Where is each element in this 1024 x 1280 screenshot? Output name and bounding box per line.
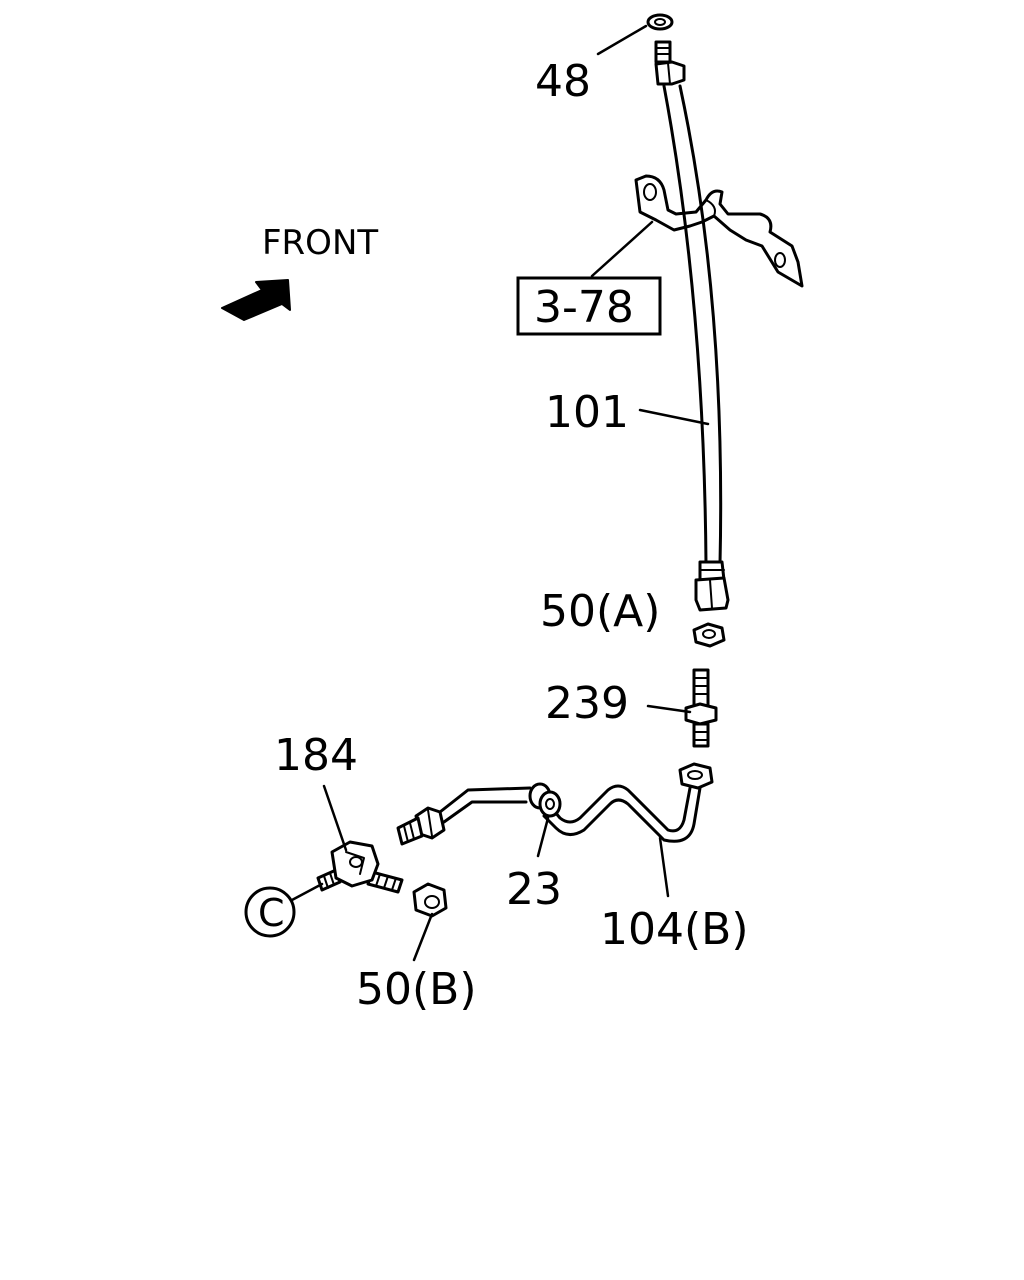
pipe-104b	[396, 762, 714, 846]
front-label: FRONT	[262, 223, 378, 263]
leader-184	[322, 784, 348, 852]
ref-label-3-78: 3-78	[534, 282, 634, 333]
ref-box-3-78	[516, 276, 662, 336]
label-50b: 50(B)	[356, 964, 477, 1015]
label-48: 48	[535, 56, 591, 107]
connector-184	[316, 840, 404, 894]
leader-c	[290, 882, 324, 902]
front-arrow-icon	[221, 279, 291, 321]
union-239	[684, 668, 718, 748]
label-184: 184	[274, 730, 358, 781]
circle-c-marker: C	[244, 886, 296, 938]
label-239: 239	[545, 678, 629, 729]
leader-50b	[412, 912, 434, 962]
leader-104b	[658, 836, 670, 898]
leader-23	[536, 816, 550, 858]
circle-c-label: C	[258, 891, 285, 935]
leader-101	[638, 408, 710, 426]
nut-50b	[412, 882, 448, 918]
hose-101	[654, 40, 730, 612]
label-104b: 104(B)	[600, 904, 749, 955]
leader-3-78	[590, 220, 654, 278]
washer-48	[646, 13, 674, 31]
label-50a: 50(A)	[540, 586, 660, 637]
leader-48	[596, 24, 648, 56]
label-101: 101	[545, 387, 629, 438]
label-23: 23	[506, 864, 562, 915]
nut-50a	[692, 622, 726, 648]
leader-239	[646, 704, 692, 714]
bracket-3-78	[634, 174, 804, 288]
